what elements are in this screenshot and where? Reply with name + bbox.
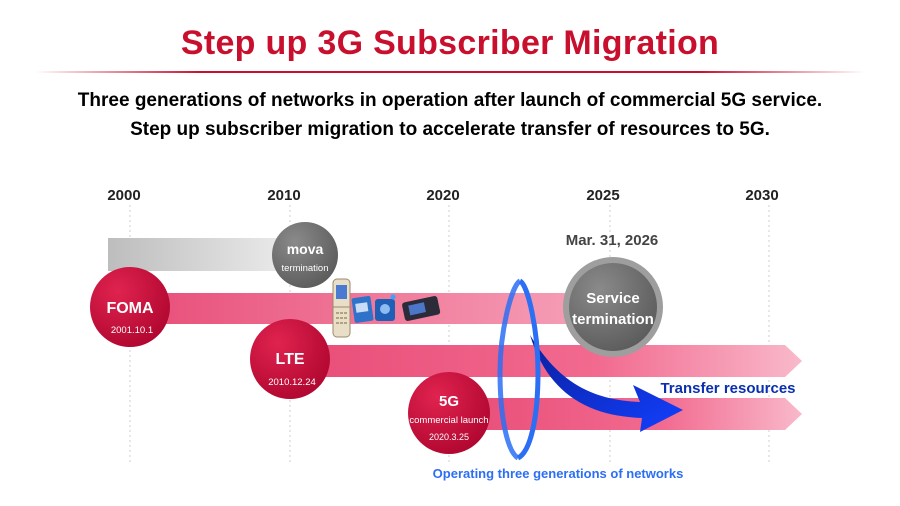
year-label-2010: 2010 bbox=[267, 187, 300, 204]
service-termination-line1: Service bbox=[586, 290, 639, 307]
network-ellipse-back bbox=[497, 278, 522, 461]
5g-launch-date: 2020.3.25 bbox=[429, 432, 469, 442]
termination-date: Mar. 31, 2026 bbox=[566, 232, 659, 249]
5g-commercial-launch-label: commercial launch bbox=[409, 415, 488, 426]
mova-band bbox=[108, 238, 304, 271]
transfer-resources-arrow bbox=[530, 335, 683, 432]
subtitle-line-2: Step up subscriber migration to accelera… bbox=[130, 119, 770, 140]
foma-circle bbox=[90, 267, 170, 347]
transfer-resources-label: Transfer resources bbox=[660, 380, 795, 397]
lte-circle bbox=[250, 319, 330, 399]
router-icon bbox=[375, 294, 396, 321]
service-termination-line2: termination bbox=[572, 311, 654, 328]
page-title: Step up 3G Subscriber Migration bbox=[180, 24, 720, 62]
usb-modem-icon bbox=[402, 296, 441, 321]
lte-label: LTE bbox=[275, 351, 304, 368]
year-label-2030: 2030 bbox=[745, 187, 778, 204]
year-label-2025: 2025 bbox=[586, 187, 619, 204]
mova-label: mova bbox=[287, 241, 324, 257]
foma-label: FOMA bbox=[106, 300, 154, 317]
lte-launch-date: 2010.12.24 bbox=[268, 377, 316, 388]
flip-phone-icon bbox=[332, 278, 351, 338]
5g-circle bbox=[408, 372, 490, 454]
year-label-2000: 2000 bbox=[107, 187, 140, 204]
foma-launch-date: 2001.10.1 bbox=[111, 325, 153, 336]
mova-termination-circle bbox=[272, 222, 338, 288]
year-label-2020: 2020 bbox=[426, 187, 459, 204]
service-termination-circle bbox=[569, 263, 657, 351]
data-card-icon bbox=[351, 295, 374, 323]
network-ellipse-front bbox=[516, 278, 541, 461]
operating-three-generations-label: Operating three generations of networks bbox=[433, 466, 684, 481]
title-divider bbox=[35, 71, 865, 73]
5g-label: 5G bbox=[439, 393, 459, 410]
mova-termination-label: termination bbox=[282, 263, 329, 274]
subtitle-line-1: Three generations of networks in operati… bbox=[77, 90, 823, 111]
